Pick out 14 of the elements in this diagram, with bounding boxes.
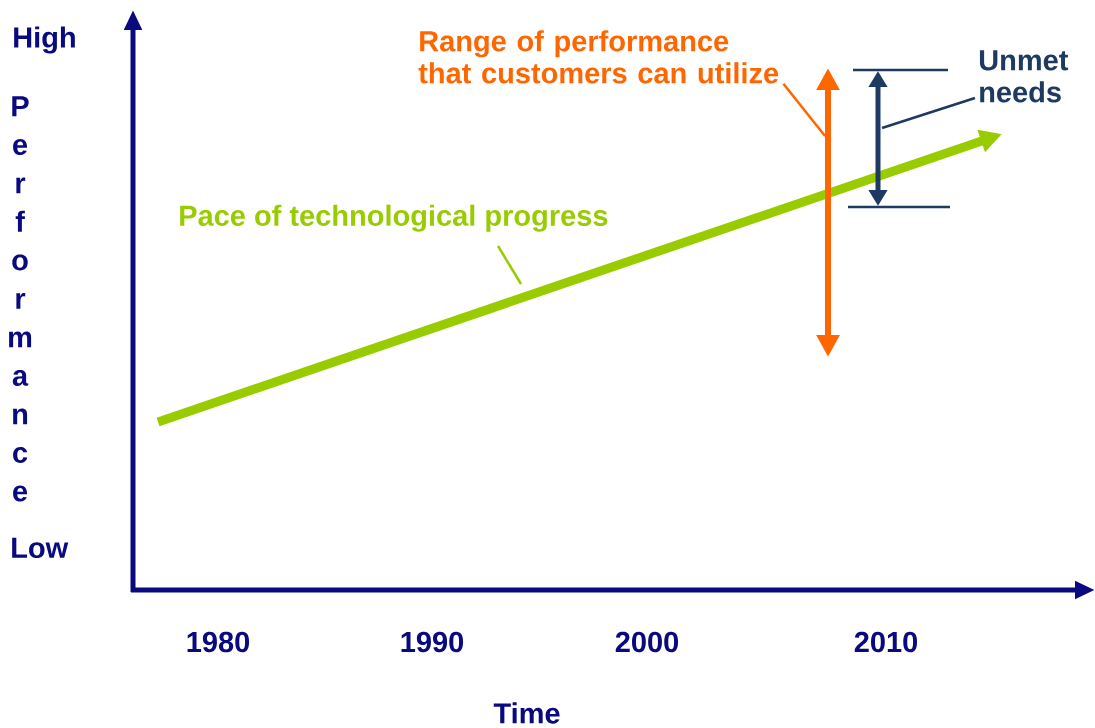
tick-label: 1990 — [401, 631, 464, 653]
dimension-arrow — [848, 68, 950, 209]
tick-label: 1980 — [187, 631, 250, 653]
tick-label: 2010 — [854, 631, 918, 653]
leader-line — [782, 82, 826, 137]
text-label: Range of performance that customers can utilize — [418, 30, 779, 84]
tick-label: 2000 — [615, 631, 679, 653]
axis-label: High — [14, 26, 75, 54]
axis-label: Low — [12, 537, 69, 559]
axis-title: Performance — [9, 96, 32, 502]
axis-title: Time — [493, 702, 560, 724]
text-label: Unmet needs — [979, 50, 1069, 103]
leader-line — [496, 245, 523, 285]
leader-line — [881, 96, 976, 130]
